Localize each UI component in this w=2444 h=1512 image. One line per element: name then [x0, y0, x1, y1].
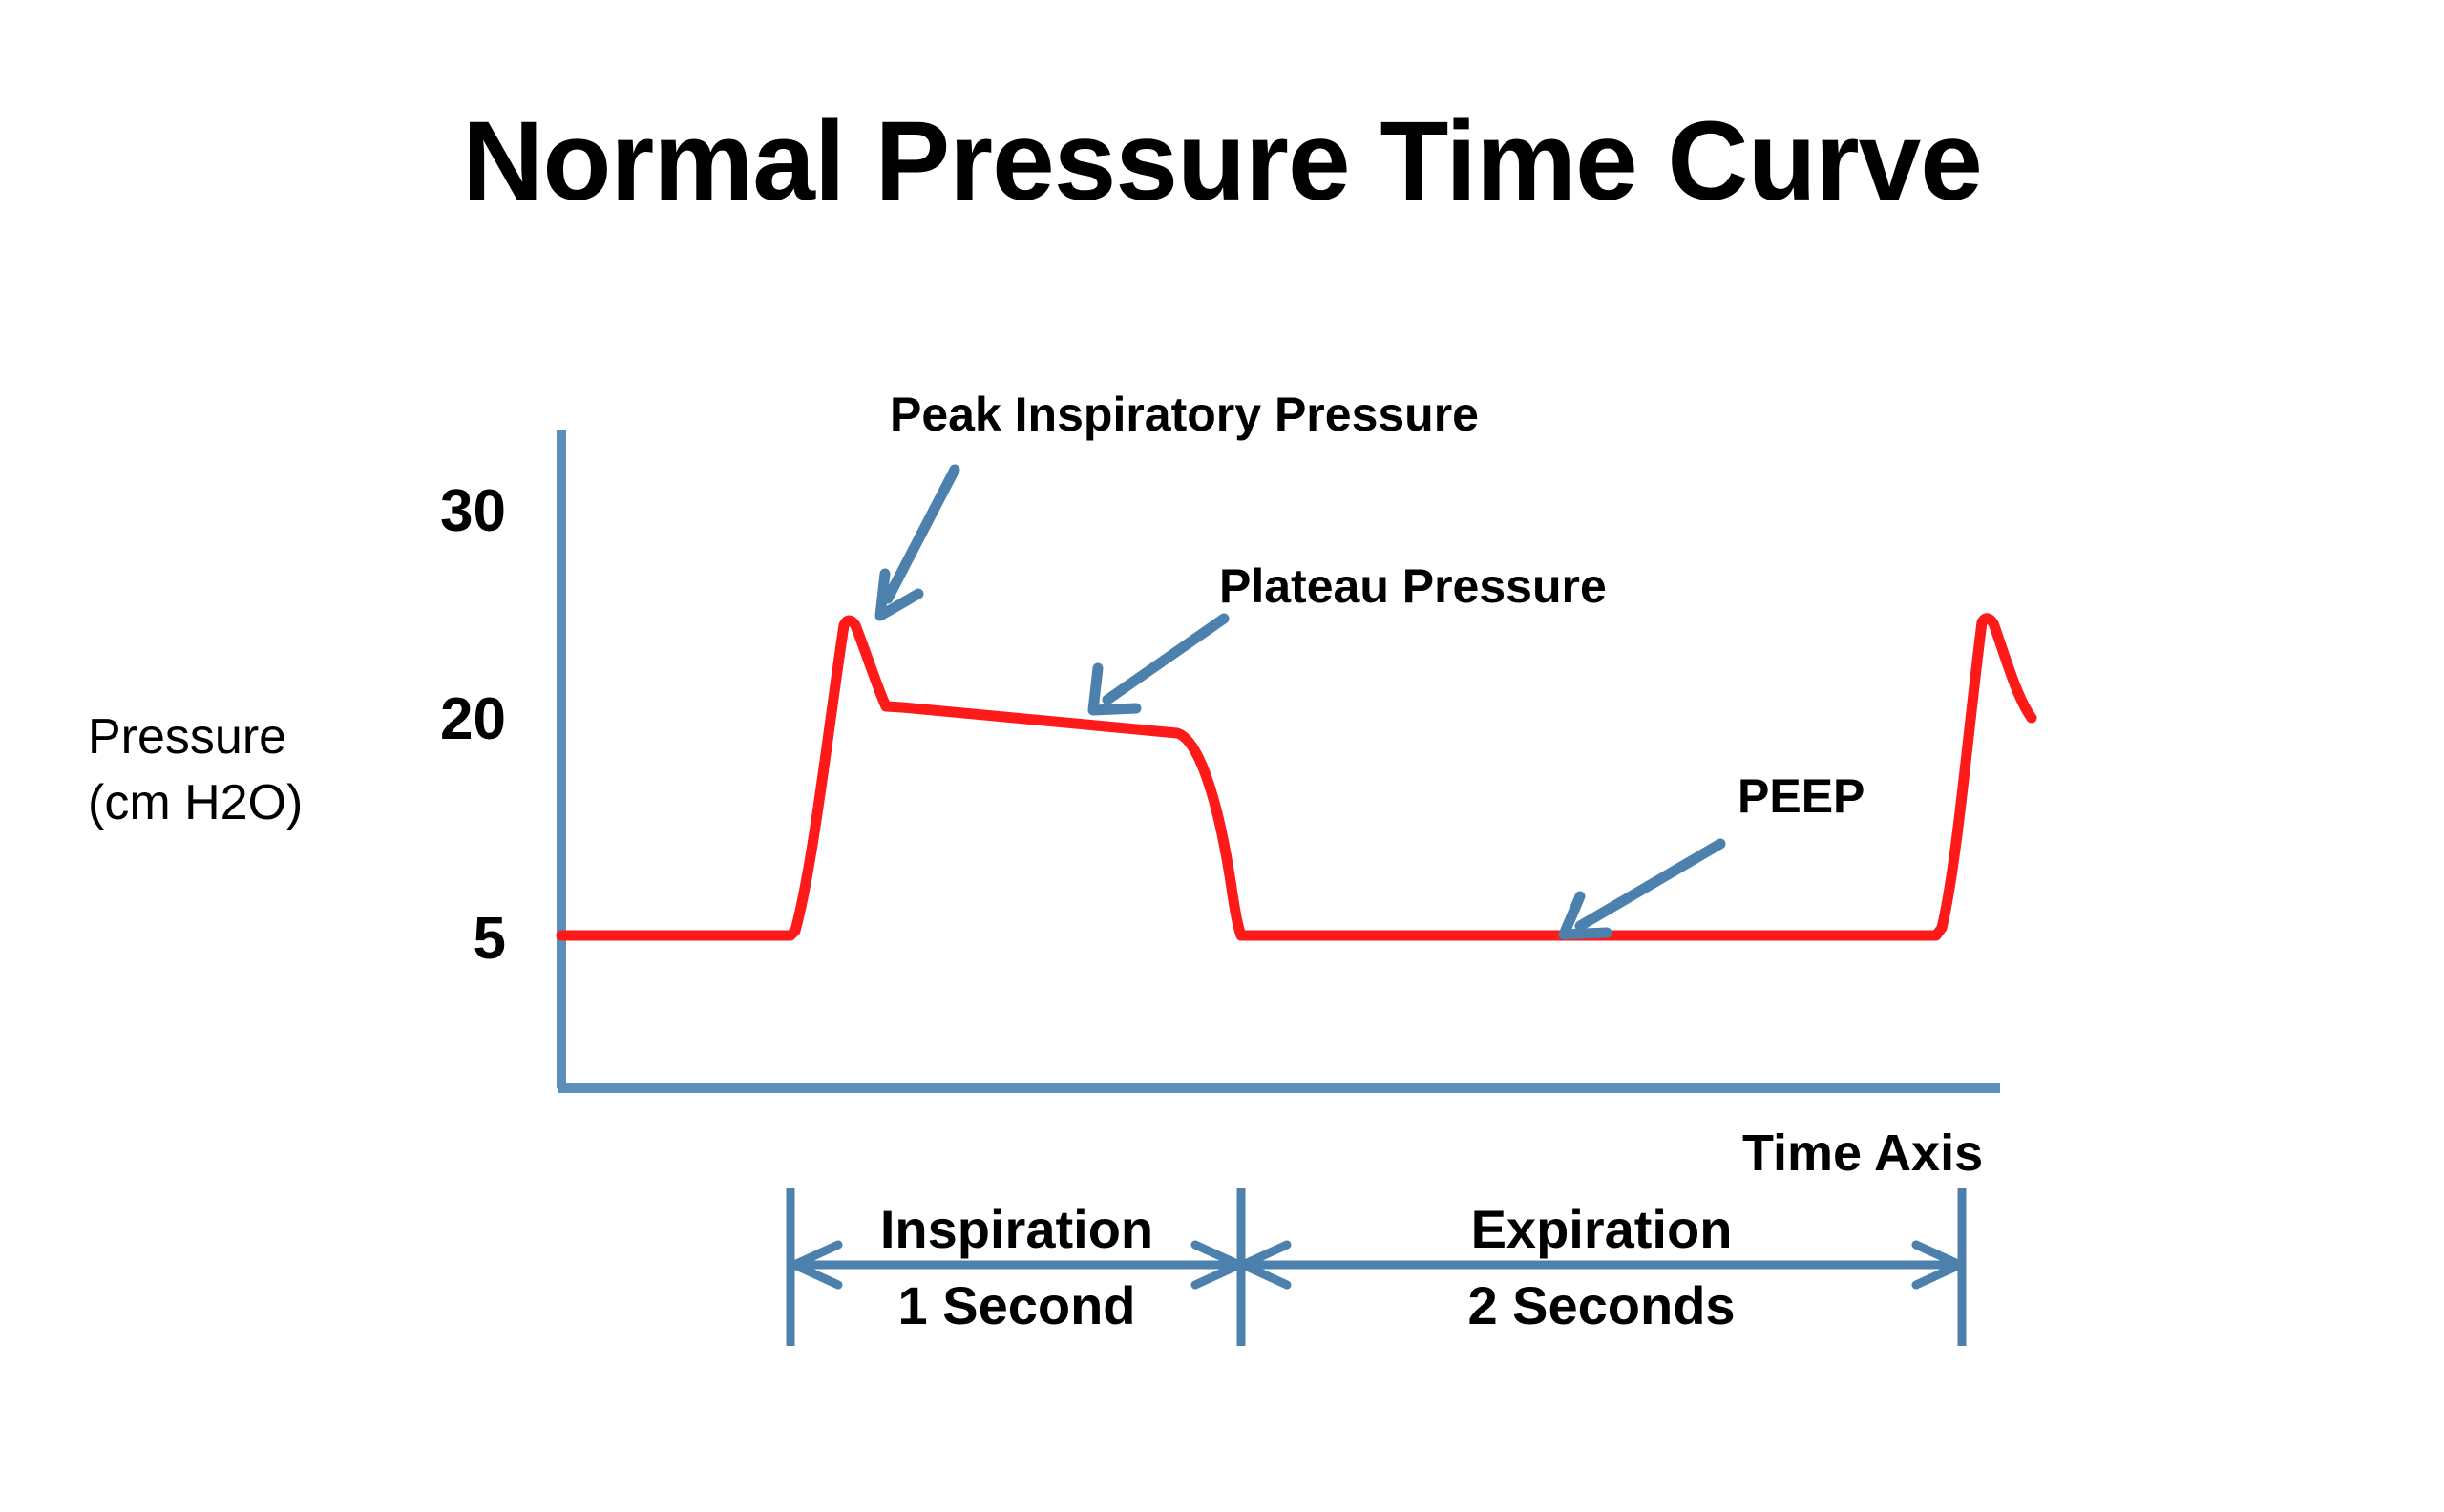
- page-title: Normal Pressure Time Curve: [462, 98, 1983, 224]
- y-axis-caption-line-2: (cm H2O): [88, 774, 304, 830]
- x-axis-caption: Time Axis: [1742, 1124, 1984, 1182]
- y-axis-caption: Pressure (cm H2O): [88, 704, 303, 835]
- phase-span-arrow-inspiration: [790, 1240, 1244, 1290]
- annotation-arrow-plateau-pressure: [1087, 613, 1230, 716]
- y-axis-caption-line-1: Pressure: [88, 709, 287, 765]
- annotation-label-peak-inspiratory-pressure: Peak Inspiratory Pressure: [890, 388, 1479, 441]
- y-tick-label-5: 5: [473, 906, 506, 972]
- annotation-label-plateau-pressure: Plateau Pressure: [1219, 559, 1607, 613]
- pressure-waveform-line: [556, 613, 2037, 941]
- y-tick-label-30: 30: [440, 478, 506, 544]
- annotation-arrow-peak-inspiratory-pressure: [874, 464, 960, 621]
- phase-duration-expiration: 2 Seconds: [1467, 1275, 1736, 1335]
- phase-span-arrow-expiration: [1238, 1240, 1965, 1290]
- annotation-label-peep: PEEP: [1738, 769, 1865, 823]
- phase-label-expiration: Expiration: [1470, 1199, 1733, 1259]
- y-tick-label-20: 20: [440, 686, 506, 752]
- phase-label-inspiration: Inspiration: [879, 1199, 1154, 1259]
- phase-duration-inspiration: 1 Second: [897, 1275, 1136, 1335]
- annotation-arrow-peep: [1558, 838, 1726, 940]
